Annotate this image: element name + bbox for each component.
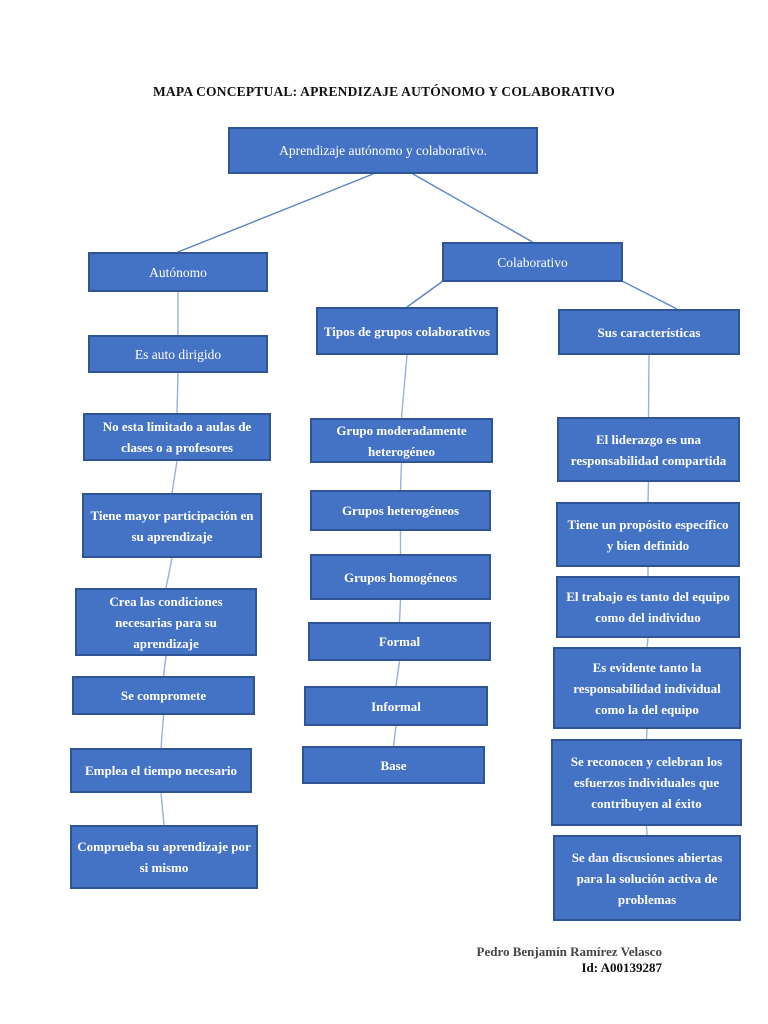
map-node-homogeneos: Grupos homogéneos [310, 554, 491, 600]
student-id: Id: A00139287 [581, 960, 662, 975]
connector [177, 173, 374, 253]
connector [162, 655, 167, 677]
map-node-reconocen: Se reconocen y celebran los esfuerzos in… [551, 739, 742, 826]
connector [398, 599, 402, 623]
map-node-emplea-tiempo: Emplea el tiempo necesario [70, 748, 252, 793]
map-node-colaborativo: Colaborativo [442, 242, 623, 282]
connector [165, 557, 173, 589]
document-footer: Pedro Benjamín Ramírez Velasco Id: A0013… [477, 944, 662, 976]
map-node-tipos-grupos: Tipos de grupos colaborativos [316, 307, 498, 355]
connector [621, 280, 678, 310]
map-node-moderadamente: Grupo moderadamente heterogéneo [310, 418, 493, 463]
map-node-liderazgo: El liderazgo es una responsabilidad comp… [557, 417, 740, 482]
connector [645, 728, 648, 740]
map-node-trabajo: El trabajo es tanto del equipo como del … [556, 576, 740, 638]
map-node-informal: Informal [304, 686, 488, 726]
map-node-comprueba: Comprueba su aprendizaje por si mismo [70, 825, 258, 889]
connector [645, 825, 648, 836]
connector [400, 354, 408, 419]
map-node-crea-condiciones: Crea las condiciones necesarias para su … [75, 588, 257, 656]
map-node-es-auto-dirigido: Es auto dirigido [88, 335, 268, 373]
map-node-evidente: Es evidente tanto la responsabilidad ind… [553, 647, 741, 729]
connector [399, 462, 403, 491]
connector [160, 792, 165, 826]
map-node-root: Aprendizaje autónomo y colaborativo. [228, 127, 538, 174]
connector [646, 637, 649, 648]
map-node-discusiones: Se dan discusiones abiertas para la solu… [553, 835, 741, 921]
map-node-base: Base [302, 746, 485, 784]
connector [171, 460, 178, 494]
map-node-autonomo: Autónomo [88, 252, 268, 292]
author-name: Pedro Benjamín Ramírez Velasco [476, 944, 662, 959]
map-node-proposito: Tiene un propósito específico y bien def… [556, 502, 740, 567]
map-node-no-limitado: No esta limitado a aulas de clases o a p… [83, 413, 271, 461]
connector [412, 173, 533, 243]
connector [160, 714, 165, 749]
connector [395, 660, 401, 687]
map-node-heterogeneos: Grupos heterogéneos [310, 490, 491, 531]
map-node-mayor-participacion: Tiene mayor participación en su aprendiz… [82, 493, 262, 558]
connector [392, 725, 397, 747]
connector [176, 372, 179, 414]
map-node-caracteristicas: Sus características [558, 309, 740, 355]
map-node-formal: Formal [308, 622, 491, 661]
connector [406, 280, 444, 308]
map-node-se-compromete: Se compromete [72, 676, 255, 715]
document-title: MAPA CONCEPTUAL: APRENDIZAJE AUTÓNOMO Y … [152, 84, 616, 99]
connector [647, 354, 650, 418]
connector [647, 481, 650, 503]
